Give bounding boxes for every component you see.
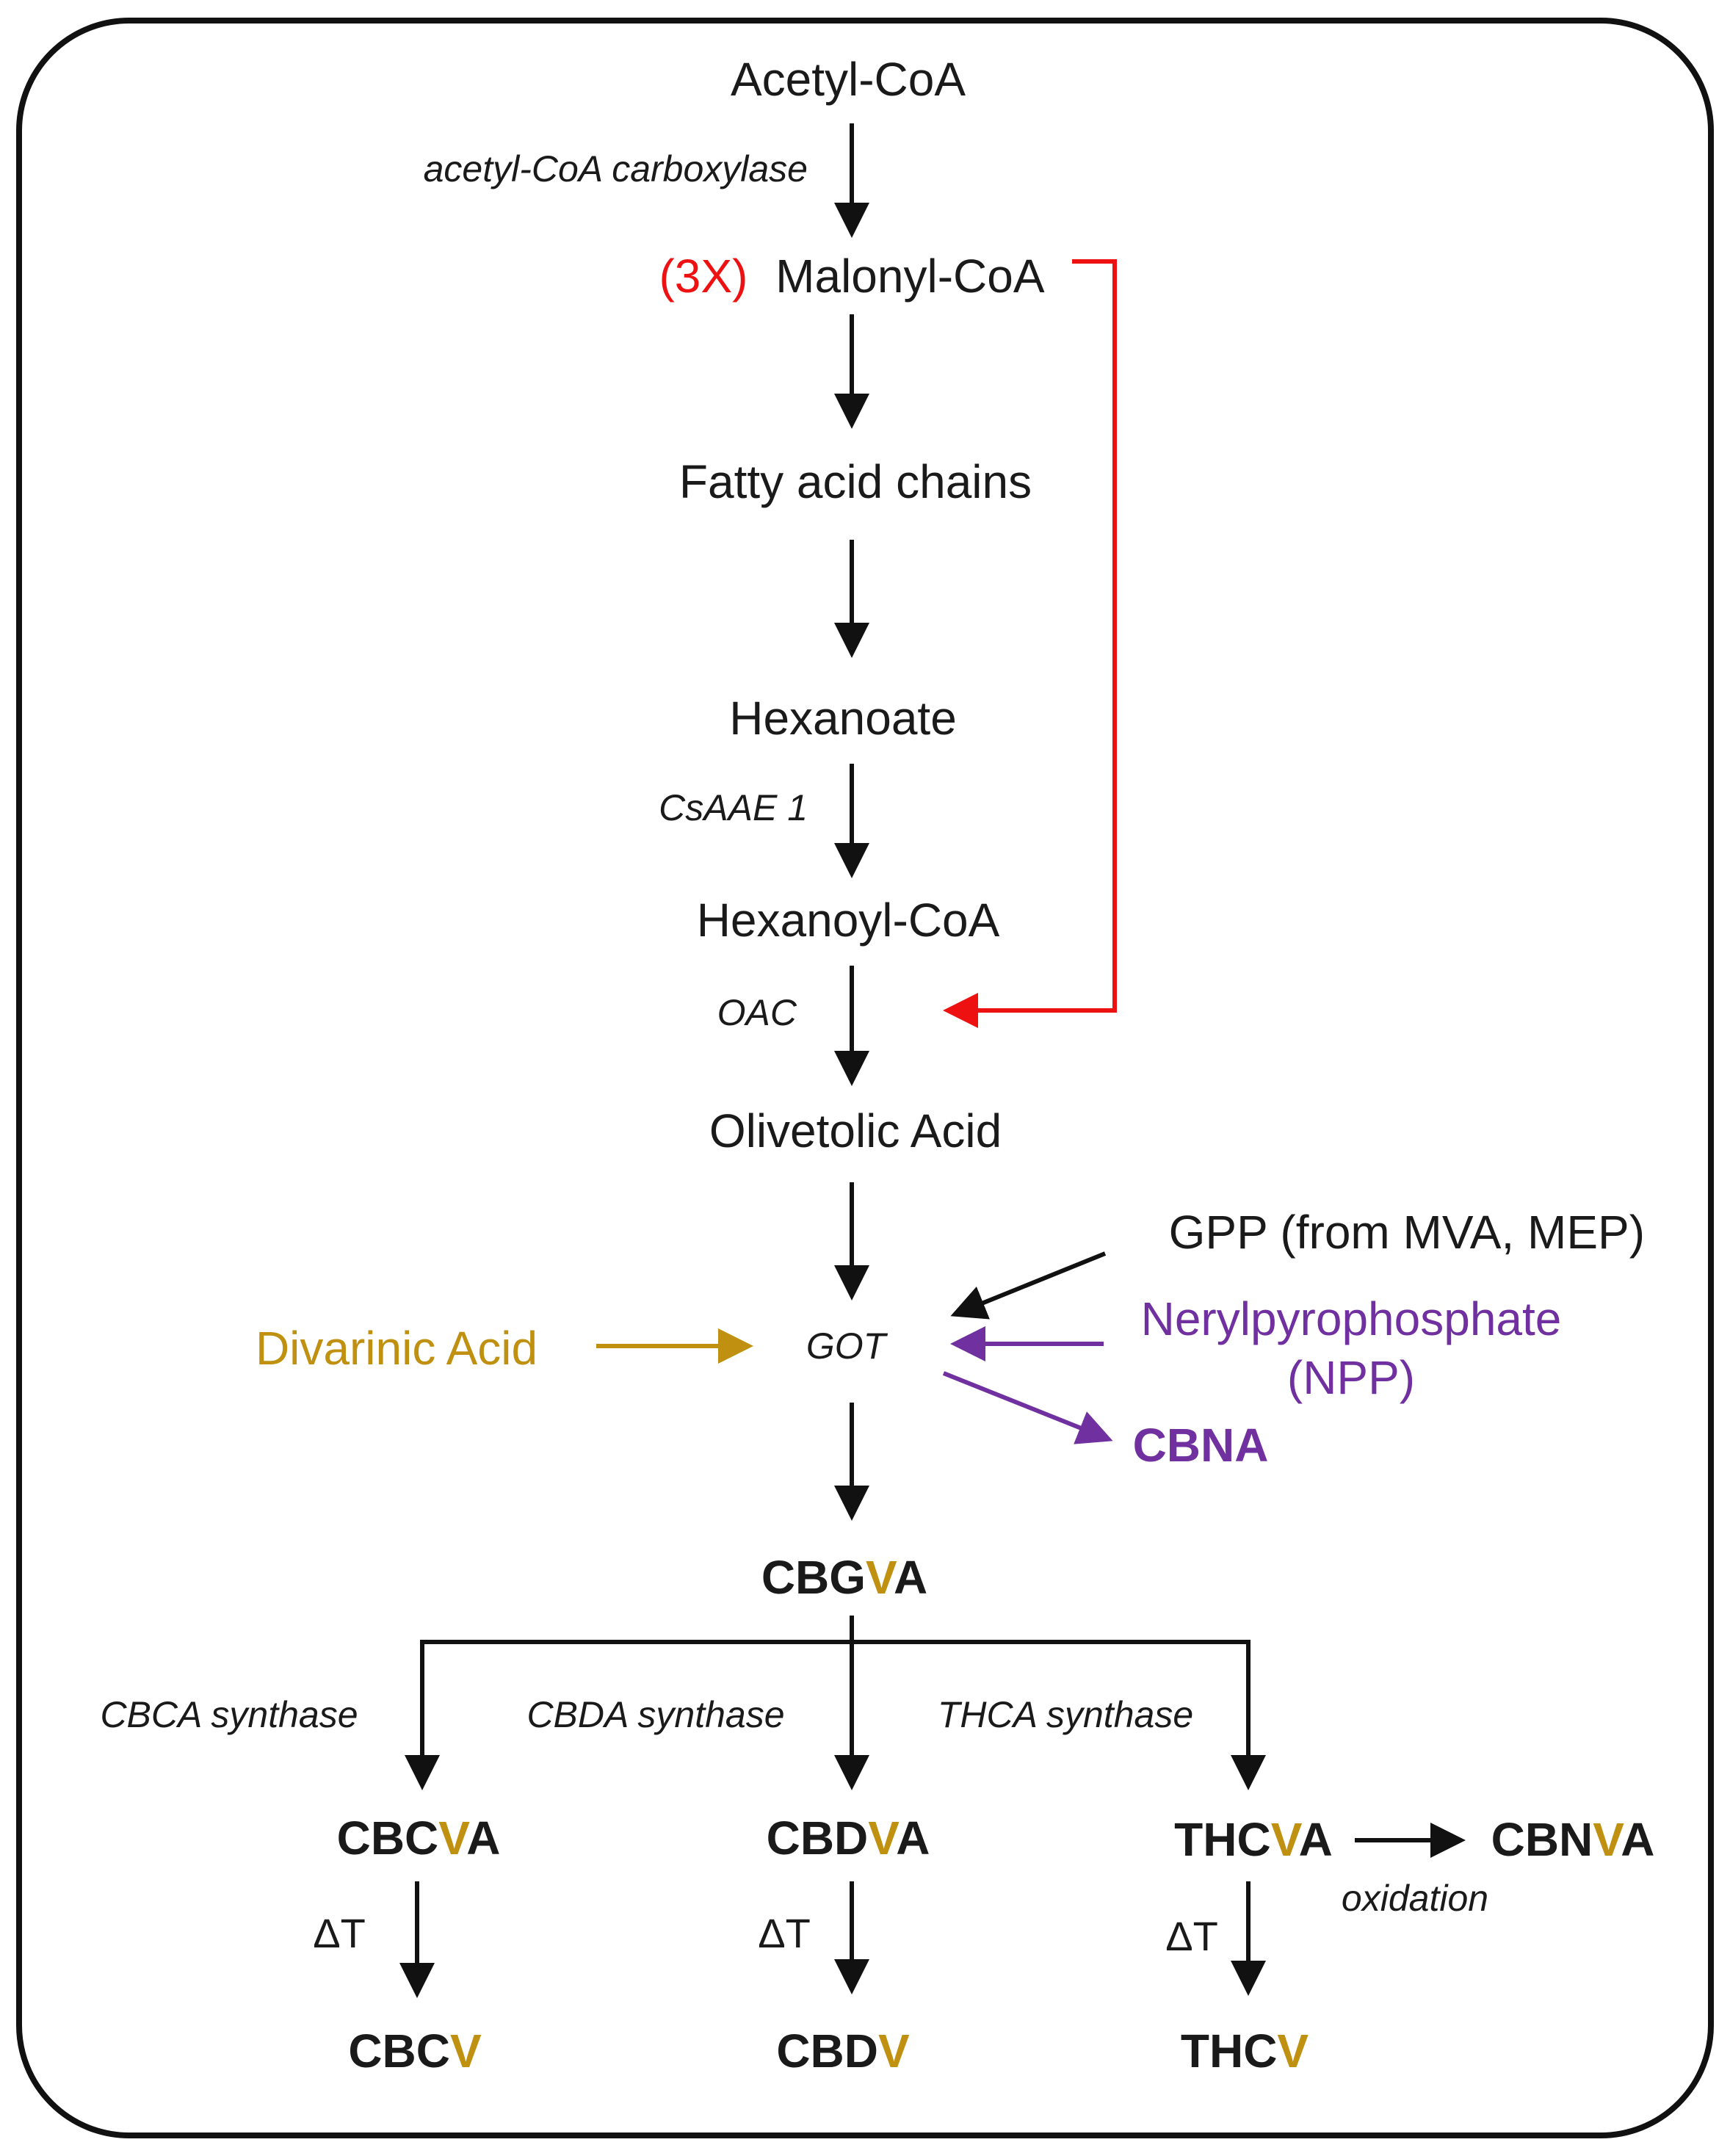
node-olivetolic-acid: Olivetolic Acid xyxy=(709,1104,1002,1157)
node-cbnva: CBNVA xyxy=(1491,1813,1655,1866)
enzyme-csaae1: CsAAE 1 xyxy=(659,787,808,828)
cbcv-stem: CBC xyxy=(348,2025,450,2077)
enzyme-cbca-synthase: CBCA synthase xyxy=(100,1694,358,1735)
node-hexanoate: Hexanoate xyxy=(729,692,957,745)
thcva-v: V xyxy=(1271,1813,1303,1866)
node-hexanoyl-coa: Hexanoyl-CoA xyxy=(697,894,1000,947)
arrow-malonyl-feed-to-oac xyxy=(943,259,1117,1028)
diagram-frame xyxy=(16,18,1714,2138)
node-nerylpyrophosphate: Nerylpyrophosphate xyxy=(1141,1292,1562,1345)
node-malonyl-coa: (3X) Malonyl-CoA xyxy=(659,250,1044,303)
arrow-gpp-to-got xyxy=(950,1251,1107,1320)
malonyl-multiplier: (3X) xyxy=(659,250,748,303)
node-cbcva: CBCVA xyxy=(337,1812,501,1864)
cbnva-v: V xyxy=(1593,1813,1624,1866)
malonyl-label: Malonyl-CoA xyxy=(775,250,1045,303)
enzyme-got: GOT xyxy=(806,1325,888,1367)
cbdva-tail: A xyxy=(896,1812,930,1864)
node-cbna: CBNA xyxy=(1133,1419,1269,1472)
cbgva-v: V xyxy=(866,1551,897,1604)
label-heat-cbc: ΔT xyxy=(313,1910,366,1956)
cbcva-v: V xyxy=(438,1812,470,1864)
cbcva-tail: A xyxy=(466,1812,500,1864)
cbgva-tail: A xyxy=(894,1551,927,1604)
thcva-tail: A xyxy=(1299,1813,1333,1866)
cbcva-stem: CBC xyxy=(337,1812,439,1864)
thcva-stem: THC xyxy=(1174,1813,1271,1866)
node-cbdva: CBDVA xyxy=(767,1812,930,1864)
node-thcva: THCVA xyxy=(1174,1813,1333,1866)
node-gpp: GPP (from MVA, MEP) xyxy=(1169,1206,1645,1259)
node-npp-abbrev: (NPP) xyxy=(1287,1351,1415,1404)
node-thcv: THCV xyxy=(1181,2025,1309,2077)
node-cbgva: CBGVA xyxy=(761,1551,927,1604)
node-divarinic-acid: Divarinic Acid xyxy=(256,1322,538,1375)
node-fatty-acid-chains: Fatty acid chains xyxy=(679,455,1032,508)
enzyme-acetyl-coa-carboxylase: acetyl-CoA carboxylase xyxy=(424,148,808,189)
enzyme-oxidation: oxidation xyxy=(1342,1878,1488,1919)
node-cbcv: CBCV xyxy=(348,2025,482,2077)
cbdva-v: V xyxy=(868,1812,900,1864)
label-heat-cbd: ΔT xyxy=(758,1910,811,1956)
cbnva-tail: A xyxy=(1621,1813,1654,1866)
enzyme-thca-synthase: THCA synthase xyxy=(938,1694,1193,1735)
enzyme-cbda-synthase: CBDA synthase xyxy=(526,1694,784,1735)
thcv-v: V xyxy=(1277,2025,1309,2077)
node-acetyl-coa: Acetyl-CoA xyxy=(731,53,966,106)
arrow-got-to-cbna xyxy=(942,1371,1113,1444)
cbnva-stem: CBN xyxy=(1491,1813,1593,1866)
cbdv-v: V xyxy=(878,2025,910,2077)
cbdva-stem: CBD xyxy=(767,1812,869,1864)
cbdv-stem: CBD xyxy=(776,2025,878,2077)
node-cbdv: CBDV xyxy=(776,2025,910,2077)
thcv-stem: THC xyxy=(1181,2025,1278,2077)
cbgva-stem: CBG xyxy=(761,1551,866,1604)
cbcv-v: V xyxy=(450,2025,482,2077)
enzyme-oac: OAC xyxy=(717,992,797,1033)
label-heat-thc: ΔT xyxy=(1165,1913,1218,1959)
